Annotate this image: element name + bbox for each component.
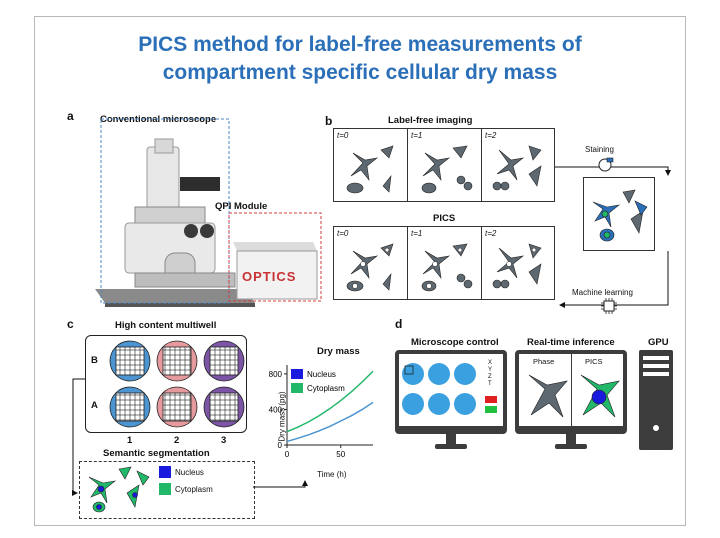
inference-cells	[528, 374, 620, 418]
control-screen-content	[402, 363, 497, 415]
panel-c-label: c	[67, 317, 74, 331]
time-label: t=1	[411, 131, 423, 140]
pics-label: PICS	[585, 357, 603, 366]
x-tick-label: 0	[285, 450, 290, 459]
legend-label: Nucleus	[307, 370, 336, 379]
control-title: Microscope control	[411, 337, 499, 348]
multiwell-title: High content multiwell	[115, 320, 217, 331]
time-label: t=0	[337, 229, 349, 238]
axis-label-z: Z	[488, 374, 492, 380]
legend-label: Cytoplasm	[307, 384, 345, 393]
qpi-brand-logo: OPTICS	[242, 269, 297, 284]
panel-b-label: b	[325, 114, 333, 128]
y-tick-label: 800	[269, 370, 283, 379]
row-label: A	[91, 400, 98, 411]
axis-label-x: X	[488, 360, 493, 366]
x-tick-label: 50	[336, 450, 345, 459]
y-tick-label: 400	[269, 405, 283, 414]
figure-title-line2: compartment specific cellular dry mass	[162, 61, 558, 84]
label-free-title: Label-free imaging	[388, 115, 473, 126]
series-line-nucleus	[286, 401, 374, 443]
qpi-title: QPI Module	[215, 201, 268, 212]
microscope-illustration	[95, 118, 322, 307]
pics-cells	[346, 243, 542, 292]
label-free-strip	[333, 128, 555, 202]
gpu-tower-icon	[639, 350, 673, 450]
figure-title-line1: PICS method for label-free measurements …	[138, 33, 582, 56]
panel-a-label: a	[67, 109, 74, 123]
pics-row-title: PICS	[433, 213, 456, 224]
series-line-cytoplasm	[286, 370, 374, 433]
pics-strip	[333, 226, 555, 300]
legend-swatch	[291, 383, 303, 393]
staining-bottle-icon	[598, 157, 614, 172]
chip-icon	[601, 298, 617, 314]
multiwell-wells	[109, 340, 245, 428]
axis-label-y: Y	[488, 367, 493, 373]
gpu-title: GPU	[648, 337, 669, 348]
time-label: t=0	[337, 131, 349, 140]
col-label: 1	[127, 435, 133, 446]
connector-arrows	[72, 378, 308, 496]
time-label: t=2	[485, 229, 497, 238]
stained-cells	[592, 189, 648, 242]
stained-cells-box	[583, 177, 655, 251]
cytoplasm-legend-label: Cytoplasm	[175, 485, 213, 494]
segmentation-title: Semantic segmentation	[103, 448, 210, 459]
col-label: 2	[174, 435, 180, 446]
screen-divider	[571, 354, 572, 426]
inference-monitor-stand	[555, 434, 587, 449]
cytoplasm-swatch	[159, 483, 171, 495]
divider	[481, 226, 482, 300]
panel-d-label: d	[395, 317, 403, 331]
figure-frame: PICS method for label-free measurements …	[34, 16, 686, 526]
inference-title: Real-time inference	[527, 337, 615, 348]
segmented-cells	[88, 466, 150, 513]
chart-title: Dry mass	[317, 346, 360, 357]
divider	[407, 128, 408, 202]
machine-learning-label: Machine learning	[572, 288, 633, 297]
time-label: t=1	[411, 229, 423, 238]
segmentation-box	[79, 461, 255, 519]
legend-swatch	[291, 369, 303, 379]
control-monitor-stand	[435, 434, 467, 449]
y-tick-label: 0	[278, 441, 283, 450]
flow-arrows	[555, 166, 671, 308]
nucleus-swatch	[159, 466, 171, 478]
chart-xlabel: Time (h)	[317, 470, 347, 479]
divider	[407, 226, 408, 300]
label-free-cells	[346, 145, 542, 194]
staining-label: Staining	[585, 145, 614, 154]
axis-label-t: T	[488, 381, 492, 387]
phase-label: Phase	[533, 357, 555, 366]
nucleus-legend-label: Nucleus	[175, 468, 204, 477]
time-label: t=2	[485, 131, 497, 140]
col-label: 3	[221, 435, 227, 446]
divider	[481, 128, 482, 202]
row-label: B	[91, 355, 98, 366]
